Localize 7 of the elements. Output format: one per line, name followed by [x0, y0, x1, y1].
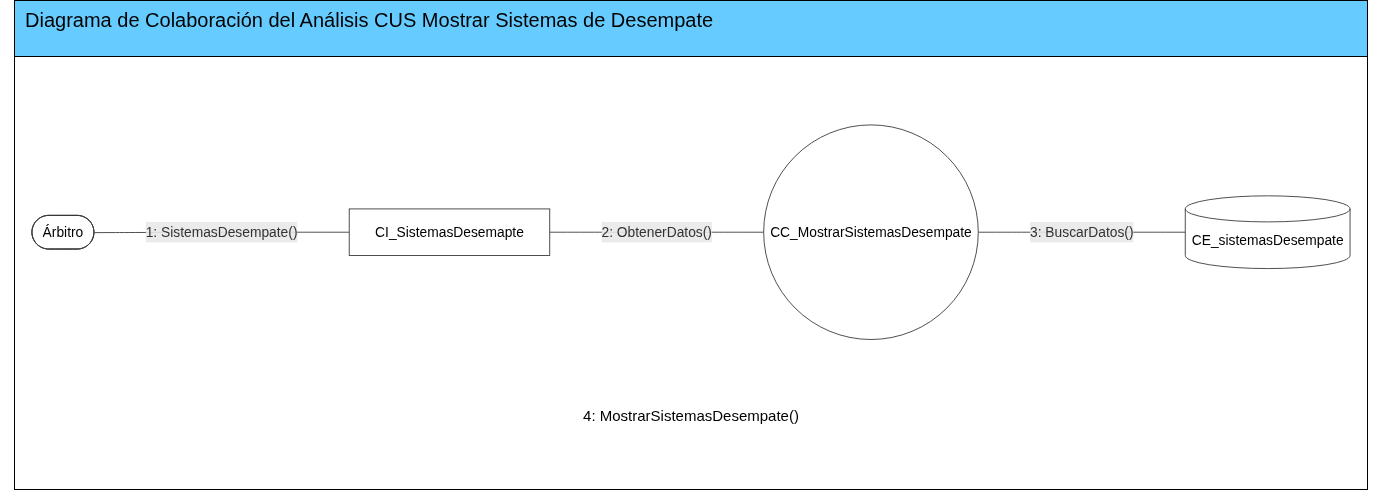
message-label: 4: MostrarSistemasDesempate(): [583, 407, 799, 424]
edge-label: 3: BuscarDatos(): [1030, 224, 1134, 239]
edge-label: 2: ObtenerDatos(): [601, 224, 712, 239]
node-circle: CC_MostrarSistemasDesempate: [763, 124, 979, 340]
diagram-title: Diagrama de Colaboración del Análisis CUS Mostrar Sistemas de Desempate: [25, 9, 714, 32]
node-box: CI_SistemasDesemapte: [348, 208, 551, 256]
edge-label: 1: SistemasDesempate(): [145, 224, 298, 239]
